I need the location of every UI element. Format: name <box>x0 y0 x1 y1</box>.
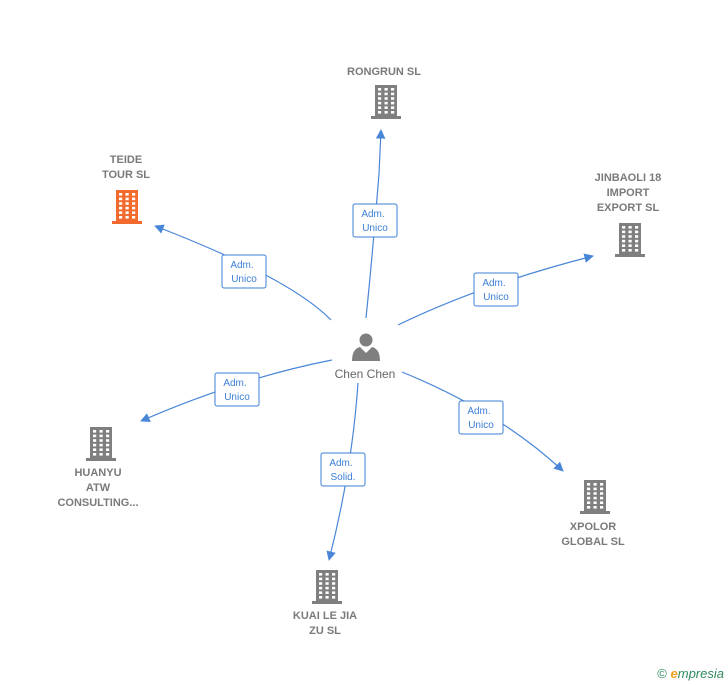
edge-role-text: Unico <box>362 223 388 234</box>
building-icon-jinbaoli[interactable] <box>615 223 645 257</box>
company-name-line: CONSULTING... <box>57 497 138 509</box>
person-name[interactable]: Chen Chen <box>335 367 396 381</box>
edge-role-badge-teide: Adm. Unico <box>221 254 267 289</box>
edge-role-text: Adm. <box>482 278 505 289</box>
company-name-line: TOUR SL <box>102 169 150 181</box>
edge-role-badge-kuai: Adm. Solid. <box>320 452 366 487</box>
edge-role-badge-rongrun: Adm. Unico <box>352 203 398 238</box>
company-name-line: EXPORT SL <box>597 202 660 214</box>
edge-role-text: Adm. <box>329 458 352 469</box>
company-name-line: JINBAOLI 18 <box>595 172 662 184</box>
company-name-line: ZU SL <box>309 625 341 637</box>
edge-role-text: Solid. <box>330 472 355 483</box>
person-icon[interactable] <box>352 333 380 362</box>
edge-role-text: Unico <box>231 274 257 285</box>
footer-brand: © empresia <box>657 666 724 681</box>
brand-name: mpresia <box>677 666 724 681</box>
company-label-jinbaoli[interactable]: JINBAOLI 18 IMPORT EXPORT SL <box>595 172 662 214</box>
edge-role-text: Adm. <box>467 406 490 417</box>
edge-role-text: Unico <box>468 420 494 431</box>
copyright-icon: © <box>657 666 667 681</box>
edge-role-text: Unico <box>224 392 250 403</box>
company-label-xpolor[interactable]: XPOLOR GLOBAL SL <box>561 521 625 548</box>
edge-line-rongrun <box>365 129 386 319</box>
company-name-line: GLOBAL SL <box>561 536 625 548</box>
edge-role-badge-huanyu: Adm. Unico <box>214 372 260 407</box>
edge-role-text: Adm. <box>361 209 384 220</box>
building-icon-xpolor[interactable] <box>580 480 610 514</box>
building-icon-kuai[interactable] <box>312 570 342 604</box>
edge-role-badge-jinbaoli: Adm. Unico <box>473 272 519 307</box>
company-label-rongrun[interactable]: RONGRUN SL <box>347 66 421 78</box>
company-name-line: TEIDE <box>110 154 142 166</box>
building-icon-teide[interactable] <box>112 190 142 224</box>
company-name-line: RONGRUN SL <box>347 66 421 78</box>
company-name-line: KUAI LE JIA <box>293 610 357 622</box>
brand-logo-initial: e <box>670 666 678 681</box>
company-name-line: HUANYU <box>74 467 121 479</box>
edge-role-text: Adm. <box>223 378 246 389</box>
company-name-line: IMPORT <box>607 187 650 199</box>
company-label-teide[interactable]: TEIDE TOUR SL <box>102 154 150 181</box>
building-icon-rongrun[interactable] <box>371 85 401 119</box>
company-name-line: ATW <box>86 482 111 494</box>
edge-role-text: Adm. <box>230 260 253 271</box>
company-name-line: XPOLOR <box>570 521 617 533</box>
edge-role-badge-xpolor: Adm. Unico <box>458 400 504 435</box>
company-label-kuai[interactable]: KUAI LE JIA ZU SL <box>293 610 357 637</box>
company-label-huanyu[interactable]: HUANYU ATW CONSULTING... <box>57 467 138 509</box>
building-icon-huanyu[interactable] <box>86 427 116 461</box>
edge-role-text: Unico <box>483 292 509 303</box>
